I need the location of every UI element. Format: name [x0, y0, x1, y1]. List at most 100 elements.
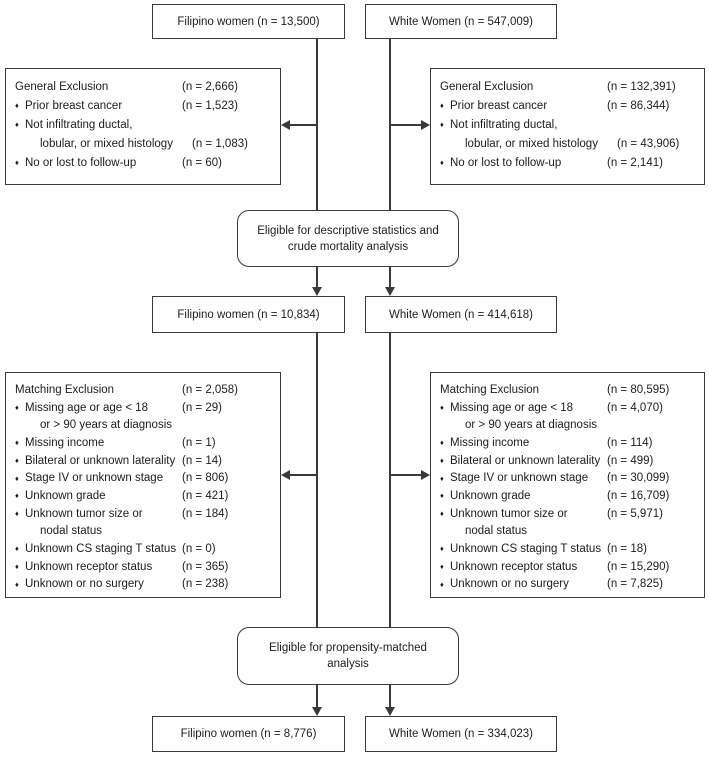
flow-line: [389, 267, 391, 289]
flow-line: [390, 124, 422, 126]
bullet-icon: ♦: [440, 473, 444, 483]
eligible-propensity-process-box: Eligible for propensity-matched analysis: [237, 627, 459, 685]
exclusion-item: ♦ Unknown receptor status (n = 15,290): [440, 560, 670, 573]
exclusion-header-label: Matching Exclusion: [440, 383, 540, 396]
exclusion-item: ♦ Not infiltrating ductal,: [15, 118, 133, 131]
exclusion-item-continued: lobular, or mixed histology (n = 43,906): [465, 137, 680, 150]
bullet-icon: ♦: [440, 438, 444, 448]
bullet-icon: ♦: [440, 455, 444, 465]
exclusion-item: ♦ Unknown CS staging T status (n = 18): [440, 543, 647, 556]
exclusion-item: ♦ Bilateral or unknown laterality (n = 1…: [15, 454, 222, 467]
arrow-right-icon: [421, 120, 430, 130]
eligible-descriptive-process-box: Eligible for descriptive statistics and …: [237, 210, 459, 267]
bullet-icon: ♦: [15, 579, 19, 589]
exclusion-item-continued: or > 90 years at diagnosis: [40, 419, 173, 432]
bullet-icon: ♦: [440, 119, 444, 129]
bullet-icon: ♦: [440, 561, 444, 571]
exclusion-item-continued: nodal status: [465, 525, 528, 538]
exclusion-item-continued: lobular, or mixed histology (n = 1,083): [40, 137, 248, 150]
flow-line: [289, 124, 317, 126]
general-exclusion-filipino-box: General Exclusion (n = 2,666) ♦ Prior br…: [5, 68, 281, 185]
bullet-icon: ♦: [440, 157, 444, 167]
exclusion-item: ♦ Missing age or age < 18 (n = 29): [15, 401, 222, 414]
arrow-down-icon: [385, 707, 395, 716]
initial-filipino-cohort-box: Filipino women (n = 13,500): [152, 4, 345, 39]
exclusion-item-continued: or > 90 years at diagnosis: [465, 419, 598, 432]
flow-line: [289, 474, 317, 476]
eligible-filipino-cohort-box: Filipino women (n = 10,834): [152, 296, 345, 333]
exclusion-header: General Exclusion (n = 132,391): [440, 77, 698, 96]
bullet-icon: ♦: [15, 455, 19, 465]
bullet-icon: ♦: [440, 544, 444, 554]
process-line: Eligible for propensity-matched: [269, 642, 427, 654]
flow-line: [316, 333, 318, 627]
bullet-icon: ♦: [15, 544, 19, 554]
exclusion-item: ♦ Prior breast cancer (n = 86,344): [440, 99, 670, 112]
arrow-left-icon: [281, 120, 290, 130]
bullet-icon: ♦: [440, 491, 444, 501]
bullet-icon: ♦: [15, 100, 19, 110]
arrow-down-icon: [312, 707, 322, 716]
bullet-icon: ♦: [15, 473, 19, 483]
process-line: crude mortality analysis: [287, 240, 409, 253]
exclusion-item: ♦ Bilateral or unknown laterality (n = 4…: [440, 454, 654, 467]
exclusion-header-count: (n = 132,391): [607, 80, 676, 93]
eligible-white-cohort-box: White Women (n = 414,618): [365, 296, 557, 333]
flow-line: [389, 333, 391, 627]
exclusion-item: ♦ Unknown or no surgery (n = 238): [15, 578, 229, 591]
bullet-icon: ♦: [440, 402, 444, 412]
flow-line: [389, 685, 391, 708]
arrow-left-icon: [281, 470, 290, 480]
exclusion-item: ♦ Unknown grade (n = 16,709): [440, 489, 670, 502]
exclusion-header-label: Matching Exclusion: [15, 383, 115, 396]
bullet-icon: ♦: [440, 508, 444, 518]
arrow-down-icon: [312, 287, 322, 296]
exclusion-item: ♦ Missing income (n = 114): [440, 436, 653, 449]
flow-line: [390, 474, 422, 476]
arrow-right-icon: [421, 470, 430, 480]
bullet-icon: ♦: [15, 119, 19, 129]
bullet-icon: ♦: [15, 491, 19, 501]
bullet-icon: ♦: [440, 100, 444, 110]
flow-line: [316, 685, 318, 708]
matching-exclusion-white-box: Matching Exclusion (n = 80,595) ♦ Missin…: [430, 372, 705, 598]
exclusion-header-count: (n = 2,058): [182, 383, 238, 396]
exclusion-item: ♦ Unknown tumor size or (n = 184): [15, 507, 229, 520]
bullet-icon: ♦: [440, 579, 444, 589]
exclusion-header-count: (n = 80,595): [607, 383, 670, 396]
bullet-icon: ♦: [15, 402, 19, 412]
exclusion-item: ♦ No or lost to follow-up (n = 60): [15, 156, 222, 169]
bullet-icon: ♦: [15, 157, 19, 167]
general-exclusion-white-box: General Exclusion (n = 132,391) ♦ Prior …: [430, 68, 705, 185]
exclusion-item: ♦ Prior breast cancer (n = 1,523): [15, 99, 238, 112]
arrow-down-icon: [385, 287, 395, 296]
exclusion-item: ♦ Missing age or age < 18 (n = 4,070): [440, 401, 663, 414]
exclusion-item: ♦ Unknown or no surgery (n = 7,825): [440, 578, 663, 591]
process-line: analysis: [327, 658, 369, 670]
process-line: Eligible for descriptive statistics and: [257, 224, 439, 237]
exclusion-header: Matching Exclusion (n = 2,058): [15, 381, 274, 399]
exclusion-header-label: General Exclusion: [440, 80, 534, 93]
exclusion-header-label: General Exclusion: [15, 80, 109, 93]
flow-line: [316, 267, 318, 289]
exclusion-item: ♦ Unknown receptor status (n = 365): [15, 560, 229, 573]
exclusion-item: ♦ Not infiltrating ductal,: [440, 118, 558, 131]
initial-white-cohort-box: White Women (n = 547,009): [365, 4, 557, 39]
flow-line: [316, 39, 318, 210]
bullet-icon: ♦: [15, 438, 19, 448]
exclusion-item: ♦ Stage IV or unknown stage (n = 30,099): [440, 472, 670, 485]
exclusion-item: ♦ Unknown tumor size or (n = 5,971): [440, 507, 663, 520]
exclusion-item: ♦ Stage IV or unknown stage (n = 806): [15, 472, 229, 485]
exclusion-item-continued: nodal status: [40, 525, 103, 538]
matched-filipino-cohort-box: Filipino women (n = 8,776): [152, 716, 345, 752]
matching-exclusion-filipino-box: Matching Exclusion (n = 2,058) ♦ Missing…: [5, 372, 281, 598]
bullet-icon: ♦: [15, 561, 19, 571]
matched-white-cohort-box: White Women (n = 334,023): [365, 716, 557, 752]
exclusion-item: ♦ Unknown grade (n = 421): [15, 489, 229, 502]
bullet-icon: ♦: [15, 508, 19, 518]
exclusion-item: ♦ Unknown CS staging T status (n = 0): [15, 543, 216, 556]
exclusion-header-count: (n = 2,666): [182, 80, 238, 93]
exclusion-item: ♦ No or lost to follow-up (n = 2,141): [440, 156, 663, 169]
exclusion-header: General Exclusion (n = 2,666): [15, 77, 274, 96]
